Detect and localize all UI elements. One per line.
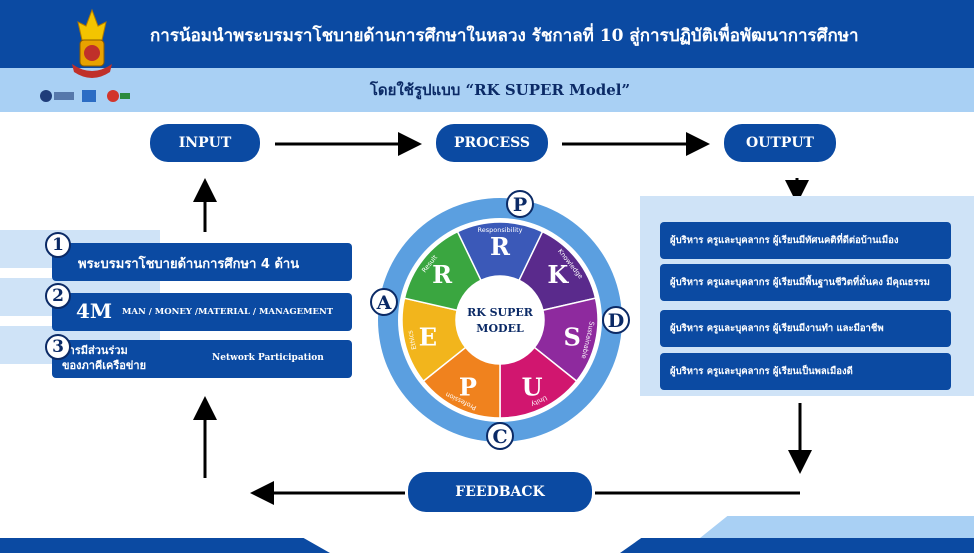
pdca-letter-a: A [376,292,392,314]
pdca-badge-c [486,422,514,450]
header-bar [0,0,974,68]
segment-letter-4: U [522,373,543,402]
page-subtitle: โดยใช้รูปแบบ “RK SUPER Model” [369,81,631,99]
output-item-3: ผู้บริหาร ครูและบุคลากร ผู้เรียนมีงานทำ … [660,310,951,347]
pdca-badge-d [602,306,630,334]
segment-letter-2: K [547,260,569,289]
input-text-3: การมีส่วนร่วม ของภาคีเครือข่าย [62,344,147,372]
output-item-1: ผู้บริหาร ครูและบุคลากร ผู้เรียนมีทัศนคต… [660,222,951,259]
output-pill: OUTPUT [724,124,836,162]
footer-band-left [0,538,330,553]
process-pill: PROCESS [436,124,548,162]
center-text-2: MODEL [476,322,524,335]
feedback-pill: FEEDBACK [408,472,592,512]
input-text-1: พระบรมราโชบายด้านการศึกษา 4 ด้าน [78,257,300,272]
pdca-letter-d: D [608,310,624,332]
input-item-1: พระบรมราโชบายด้านการศึกษา 4 ด้าน [52,243,352,281]
output-item-2: ผู้บริหาร ครูและบุคลากร ผู้เรียนมีพื้นฐา… [660,264,951,301]
input-number-3: 3 [45,334,71,360]
footer-band-right [620,538,974,553]
output-item-4: ผู้บริหาร ครูและบุคลากร ผู้เรียนเป็นพลเม… [660,353,951,390]
page-title: การน้อมนำพระบรมราโชบายด้านการศึกษาในหลวง… [150,26,859,46]
center-circle [456,276,544,364]
input-number-1: 1 [45,232,71,258]
segment-label-1: Responsibility [478,226,523,234]
pdca-badge-p [506,190,534,218]
pdca-badge-a [370,288,398,316]
input-extra-2: MAN / MONEY /MATERIAL / MANAGEMENT [122,307,334,317]
rk-super-cycle: RK SUPER MODEL RResponsibilityKKnowledge… [370,190,630,450]
segment-letter-3: S [563,322,580,351]
input-number-2: 2 [45,283,71,309]
input-item-2: 4M MAN / MONEY /MATERIAL / MANAGEMENT [52,293,352,331]
footer-accent-right [700,516,974,538]
input-item-3: การมีส่วนร่วม ของภาคีเครือข่าย Network P… [52,340,352,378]
segment-letter-7: R [432,260,453,289]
partner-logos [38,88,133,102]
input-extra-3: Network Participation [212,353,324,363]
pdca-letter-c: C [492,426,507,448]
segment-letter-6: E [419,322,437,351]
input-pill: INPUT [150,124,260,162]
center-text-1: RK SUPER [467,306,534,319]
segment-letter-5: P [459,373,477,402]
subheader-bar [0,68,974,112]
school-crest-icon [62,6,122,86]
segment-letter-1: R [490,232,511,261]
pdca-letter-p: P [513,194,527,216]
input-text-2: 4M [76,299,113,323]
